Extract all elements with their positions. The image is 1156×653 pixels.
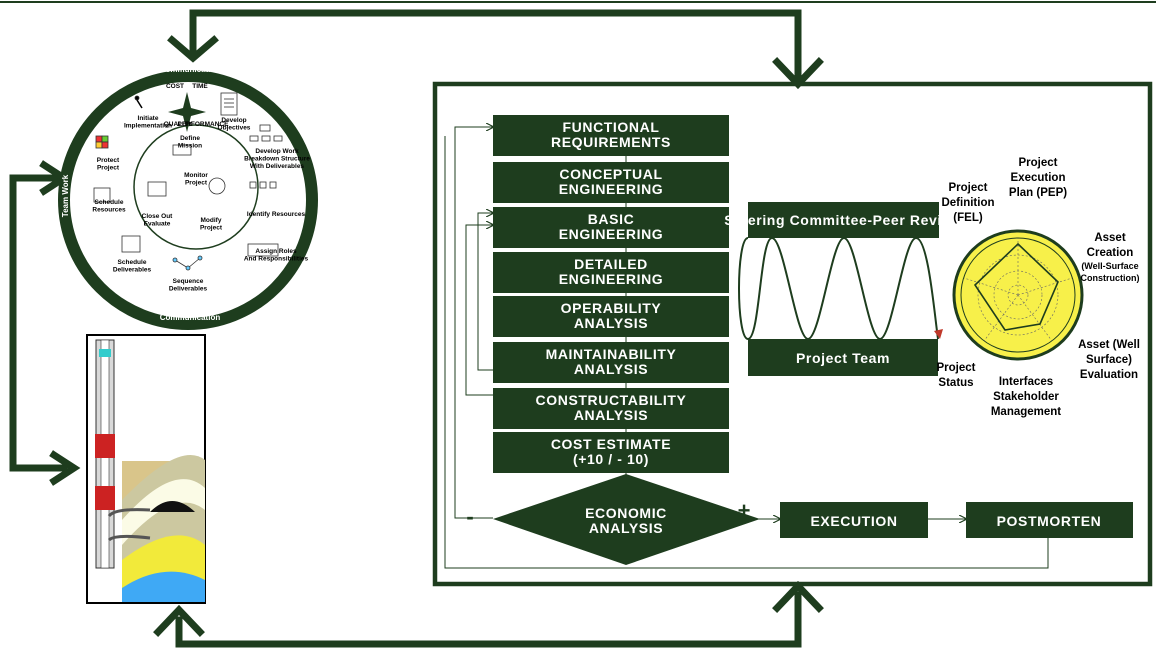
step-box-7 (493, 432, 729, 473)
step-label-4-0: OPERABILITY (561, 300, 662, 316)
decision-label-line2: ANALYSIS (589, 520, 663, 536)
step-label-2-1: ENGINEERING (559, 226, 664, 242)
triangle-time: TIME (192, 83, 208, 90)
project-management-cycle: Communication Communication Team Work CO… (58, 65, 318, 330)
step-label-1-0: CONCEPTUAL (559, 166, 662, 182)
process-frame (432, 81, 1153, 587)
step-label-5-1: ANALYSIS (574, 361, 648, 377)
project-team-label: Project Team (796, 350, 890, 366)
execution-label: EXECUTION (810, 513, 897, 529)
step-label-4-1: ANALYSIS (574, 315, 648, 331)
economic-analysis-decision: ECONOMIC ANALYSIS - + (466, 474, 760, 565)
execution-box (780, 502, 928, 538)
step-label-1-1: ENGINEERING (559, 181, 664, 197)
plus-sign: + (738, 498, 751, 523)
feedback-lines (444, 127, 1049, 569)
wave-end-marker (934, 329, 943, 339)
well-schematic (86, 334, 206, 604)
step-label-7-1: (+10 / - 10) (573, 451, 649, 467)
steering-committee-box (748, 202, 939, 238)
triangle-performance: PERFORMANCE (178, 121, 230, 128)
step-label-6-1: ANALYSIS (574, 407, 648, 423)
step-box-0 (493, 115, 729, 156)
step-box-4 (493, 296, 729, 337)
step-box-3 (493, 252, 729, 293)
cycle-icons (93, 92, 283, 271)
step-label-3-1: ENGINEERING (559, 271, 664, 287)
communication-bottom-label: Communication (160, 313, 221, 322)
step-label-6-0: CONSTRUCTABILITY (536, 392, 687, 408)
step-label-5-0: MAINTAINABILITY (546, 346, 677, 362)
step-label-7-0: COST ESTIMATE (551, 436, 671, 452)
triangle-cost: COST (166, 83, 184, 90)
decision-label-line1: ECONOMIC (585, 505, 667, 521)
step-label-0-0: FUNCTIONAL (563, 119, 660, 135)
triangle-quality: QUALITY (164, 121, 193, 128)
step-label-2-0: BASIC (588, 211, 635, 227)
step-box-6 (493, 388, 729, 429)
postmortem-box (966, 502, 1133, 538)
step-box-2 (493, 207, 729, 248)
communication-top-label: Communication (160, 65, 221, 74)
compass-star-icon (168, 92, 206, 132)
steering-committee-label: Steering Committee-Peer Review (724, 212, 961, 228)
step-box-1 (493, 162, 729, 203)
step-label-0-1: REQUIREMENTS (551, 134, 671, 150)
cycle-item-3: Identify Resources (247, 211, 306, 218)
minus-sign: - (466, 504, 473, 529)
iteration-wave (738, 236, 939, 341)
team-work-label: Team Work (61, 174, 70, 217)
postmortem-label: POSTMORTEN (997, 513, 1102, 529)
step-label-3-0: DETAILED (574, 256, 648, 272)
step-box-5 (493, 342, 729, 383)
project-team-box (748, 339, 938, 376)
